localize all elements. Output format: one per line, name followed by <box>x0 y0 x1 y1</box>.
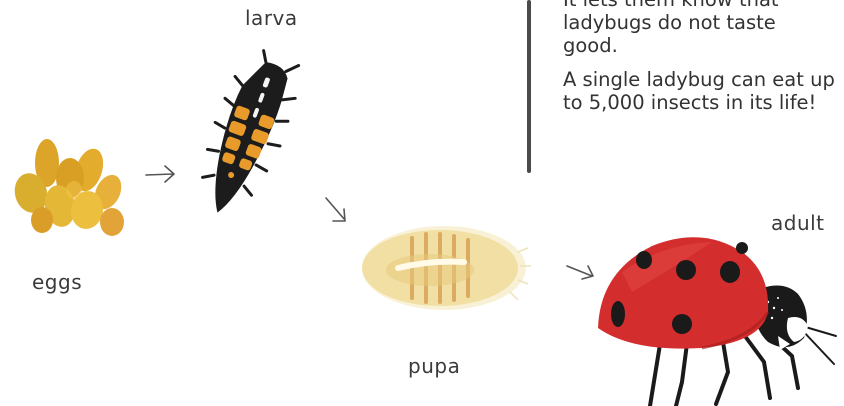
larva-illustration <box>186 50 306 225</box>
side-text-line-partial: It lets them know that <box>563 0 844 11</box>
side-text-paragraph-2: A single ladybug can eat up to 5,000 ins… <box>563 68 844 114</box>
pupa-illustration <box>360 222 532 314</box>
ladybug-illustration <box>592 232 842 406</box>
eggs-illustration <box>12 138 128 240</box>
arrow-right-icon <box>145 164 177 184</box>
label-eggs: eggs <box>32 270 82 294</box>
side-text-paragraph-1: ladybugs do not taste good. <box>563 11 813 57</box>
label-pupa: pupa <box>408 354 460 378</box>
label-larva: larva <box>245 6 298 30</box>
arrow-down-right-icon <box>323 196 349 224</box>
vertical-divider <box>527 0 531 173</box>
side-text: It lets them know that ladybugs do not t… <box>563 0 844 114</box>
